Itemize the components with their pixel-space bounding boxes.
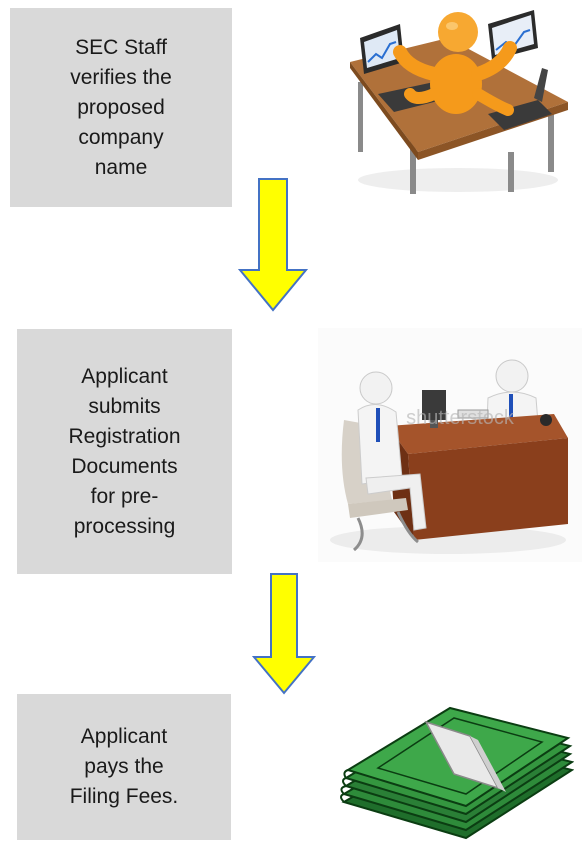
step-2-line-1: Applicant <box>81 364 168 388</box>
step-2-line-5: for pre- <box>90 484 159 508</box>
step-1-text: SEC Staff verifies the proposed company … <box>70 33 172 183</box>
step-2-line-3: Registration <box>68 424 181 448</box>
step-2-line-4: Documents <box>71 454 178 478</box>
step-3-line-2: pays the <box>84 755 164 778</box>
step-1-line-4: company <box>78 125 164 149</box>
down-arrow-2 <box>252 573 316 695</box>
step-1-line-1: SEC Staff <box>75 35 167 59</box>
step-2-box: Applicant submits Registration Documents… <box>17 329 232 574</box>
step-2-line-6: processing <box>73 514 176 538</box>
step-1-box: SEC Staff verifies the proposed company … <box>10 8 232 207</box>
step-2-text: Applicant submits Registration Documents… <box>68 362 180 542</box>
person-at-computer-desk-icon <box>350 10 568 194</box>
step-3-line-1: Applicant <box>80 725 168 748</box>
step-1-line-3: proposed <box>77 95 165 119</box>
step-3-line-3: Filing Fees. <box>69 785 179 808</box>
step-2-line-2: submits <box>88 394 161 418</box>
step-3-text: Applicant pays the Filing Fees. <box>70 722 179 812</box>
office-meeting-icon: shutterstock <box>318 328 582 562</box>
watermark-text: shutterstock <box>406 407 515 429</box>
down-arrow-1 <box>238 178 308 312</box>
step-1-line-2: verifies the <box>70 65 172 89</box>
step-3-box: Applicant pays the Filing Fees. <box>17 694 231 840</box>
step-1-line-5: name <box>94 155 148 179</box>
money-stack-icon <box>340 706 574 840</box>
